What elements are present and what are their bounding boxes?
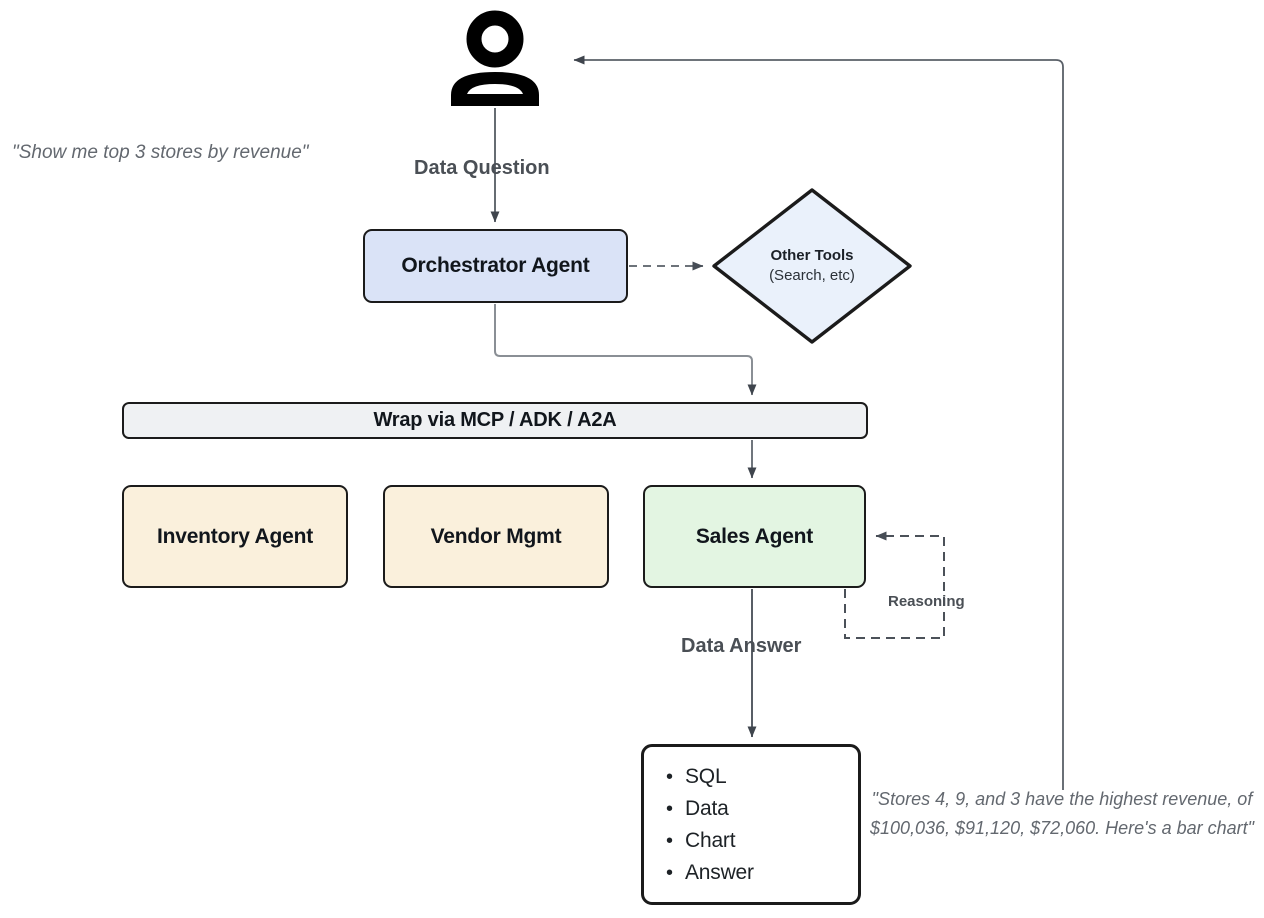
list-item: Chart [666,825,858,857]
agent-response-quote: "Stores 4, 9, and 3 have the highest rev… [869,789,1255,838]
node-inventory-agent[interactable]: Inventory Agent [122,485,348,588]
user-icon [447,10,543,108]
other-tools-title: Other Tools [770,247,854,264]
node-mcp-wrapper-bar[interactable]: Wrap via MCP / ADK / A2A [122,402,868,439]
list-item: Answer [666,857,858,889]
other-tools-label-group: Other Tools (Search, etc) [710,188,914,344]
node-orchestrator-agent[interactable]: Orchestrator Agent [363,229,628,303]
node-vendor-mgmt[interactable]: Vendor Mgmt [383,485,609,588]
edge-label-data-question: Data Question [414,157,550,179]
node-other-tools[interactable]: Other Tools (Search, etc) [710,188,914,344]
node-output-artifacts[interactable]: SQL Data Chart Answer [641,744,861,905]
list-item: Data [666,793,858,825]
other-tools-subtitle: (Search, etc) [769,267,855,284]
list-item: SQL [666,761,858,793]
node-sales-agent[interactable]: Sales Agent [643,485,866,588]
output-artifact-list: SQL Data Chart Answer [666,761,858,889]
edge-label-data-answer: Data Answer [681,635,802,657]
edge-label-reasoning: Reasoning [888,593,965,610]
user-request-quote: "Show me top 3 stores by revenue" [12,142,309,163]
